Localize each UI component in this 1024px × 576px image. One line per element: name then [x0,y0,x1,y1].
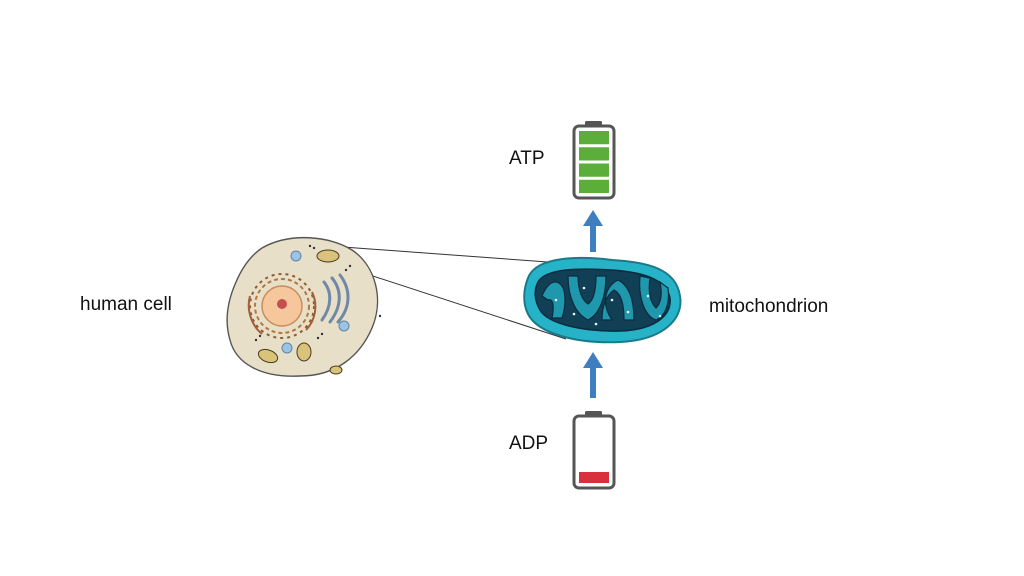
atp-battery-segment [579,147,609,161]
atp-battery-segment [579,131,609,145]
ribosome-dots [254,244,382,342]
human-cell-illustration [226,237,382,377]
mitochondrion-granules [554,286,662,326]
atp-label: ATP [509,148,545,169]
mitochondrion-cristae [541,275,670,321]
arrow-up-top [583,210,603,252]
cell-vesicles [281,250,350,354]
atp-battery-segment [579,163,609,177]
adp-battery-charge [579,472,609,483]
battery-low-icon [572,411,616,490]
endoplasmic-reticulum [247,273,317,339]
adp-label: ADP [509,433,549,454]
arrow-up-bottom [583,352,603,398]
battery-full-icon [572,121,616,200]
golgi-apparatus [320,273,350,324]
mitochondrion-label: mitochondrion [709,296,829,317]
nucleolus [277,299,287,309]
human-cell-label: human cell [80,294,172,315]
mitochondrion-illustration [523,256,682,344]
zoom-line-top [342,246,549,263]
cell-mitochondria [257,249,343,375]
atp-battery-segment [579,179,609,193]
